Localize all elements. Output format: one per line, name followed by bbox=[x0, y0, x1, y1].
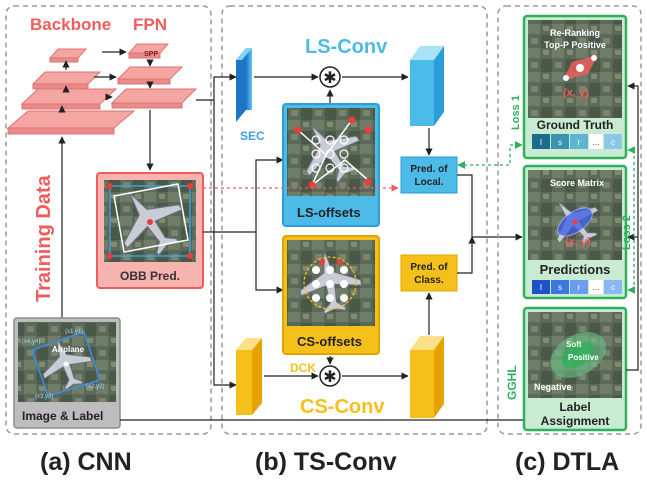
label-assignment-line1: Label bbox=[559, 400, 590, 414]
corner-label-2: (x2,y2) bbox=[86, 384, 104, 390]
dck-label: DCK bbox=[290, 361, 316, 375]
svg-text:r: r bbox=[578, 283, 581, 292]
pred-local-line1: Pred. of bbox=[410, 164, 448, 175]
corner-label-4: (x4,y4) bbox=[22, 339, 40, 345]
svg-text:I: I bbox=[540, 138, 542, 147]
ls-conv-operator: ✱ bbox=[319, 66, 341, 88]
loss2-label: Loss 2 bbox=[621, 215, 633, 250]
svg-text:s: s bbox=[558, 283, 562, 292]
spp-label: SPP bbox=[144, 51, 158, 58]
cs-conv-input-slab bbox=[236, 338, 262, 415]
label-assignment-line2: Assignment bbox=[541, 414, 610, 428]
cs-conv-output-slab bbox=[410, 336, 444, 418]
backbone-pyramid bbox=[6, 48, 136, 135]
svg-text:c: c bbox=[611, 138, 615, 147]
pred-vector: I s r ... c bbox=[532, 280, 622, 294]
pred-local-line2: Local. bbox=[415, 177, 444, 188]
ls-offsets-label: LS-offsets bbox=[297, 205, 361, 220]
svg-text:...: ... bbox=[593, 138, 600, 147]
ls-conv-output-slab bbox=[410, 46, 444, 126]
caption-tsconv: (b) TS-Conv bbox=[255, 448, 397, 476]
pred-class-line1: Pred. of bbox=[410, 262, 448, 273]
airplane-label: Airplane bbox=[52, 345, 85, 354]
pred-local-box: Pred. of Local. bbox=[400, 156, 458, 194]
ground-truth-label: Ground Truth bbox=[537, 118, 614, 132]
soft-label: Soft bbox=[566, 340, 582, 349]
score-matrix-label: Score Matrix bbox=[550, 178, 604, 188]
panel-cnn-frame bbox=[5, 5, 212, 435]
sec-label: SEC bbox=[240, 129, 265, 143]
backbone-label: Backbone bbox=[30, 15, 111, 34]
cs-conv-operator: ✱ bbox=[319, 365, 341, 387]
gghl-label: GGHL bbox=[505, 365, 519, 400]
gt-coord-label: (x, y) bbox=[563, 87, 589, 99]
obb-pred-label: OBB Pred. bbox=[120, 269, 180, 283]
pred-class-box: Pred. of Class. bbox=[400, 254, 458, 292]
image-label-text: Image & Label bbox=[22, 409, 103, 423]
svg-text:r: r bbox=[578, 138, 581, 147]
gt-vector: I s r ... c bbox=[532, 134, 622, 149]
panel-tsconv-frame bbox=[221, 5, 488, 435]
reranking-line2: Top-P Positive bbox=[544, 40, 606, 50]
predictions-label: Predictions bbox=[540, 262, 611, 277]
fpn-pyramid bbox=[110, 43, 198, 109]
svg-text:c: c bbox=[611, 283, 615, 292]
fpn-label: FPN bbox=[133, 15, 167, 34]
ls-conv-input-slab bbox=[236, 48, 252, 122]
caption-cnn: (a) CNN bbox=[40, 448, 132, 476]
svg-text:I: I bbox=[540, 283, 542, 292]
positive-label: Positive bbox=[568, 353, 599, 362]
svg-text:...: ... bbox=[593, 283, 600, 292]
svg-text:✱: ✱ bbox=[323, 369, 336, 386]
panel-dtla-frame bbox=[497, 5, 642, 435]
reranking-line1: Re-Ranking bbox=[550, 28, 600, 38]
cs-offsets-label: CS-offsets bbox=[297, 334, 362, 349]
corner-label-1: (x1,y1) bbox=[65, 329, 83, 335]
ground-truth-box: Re-Ranking Top-P Positive (x, y) Ground … bbox=[522, 14, 628, 160]
ls-offsets-box: LS-offsets bbox=[282, 103, 380, 227]
svg-text:s: s bbox=[558, 138, 562, 147]
cs-conv-label: CS-Conv bbox=[300, 396, 385, 418]
svg-text:✱: ✱ bbox=[323, 70, 336, 87]
obb-pred-box: OBB Pred. bbox=[96, 172, 204, 289]
negative-label: Negative bbox=[534, 382, 572, 392]
pred-class-line2: Class. bbox=[414, 275, 444, 286]
ls-conv-label: LS-Conv bbox=[305, 36, 388, 58]
cs-offsets-box: CS-offsets bbox=[282, 235, 380, 355]
pred-coord-label: (x, y) bbox=[565, 236, 591, 248]
predictions-box: Score Matrix (x, y) Predictions I s r ..… bbox=[522, 164, 628, 300]
loss1-label: Loss 1 bbox=[510, 95, 522, 130]
label-assignment-box: Soft Positive Negative Label Assignment bbox=[522, 306, 628, 432]
image-and-label-box: Airplane (x1,y1) (x2,y2) (x3,y3) (x4,y4)… bbox=[13, 317, 121, 429]
corner-label-3: (x3,y3) bbox=[35, 394, 53, 400]
caption-dtla: (c) DTLA bbox=[515, 448, 619, 476]
training-data-label: Training Data bbox=[33, 174, 55, 302]
